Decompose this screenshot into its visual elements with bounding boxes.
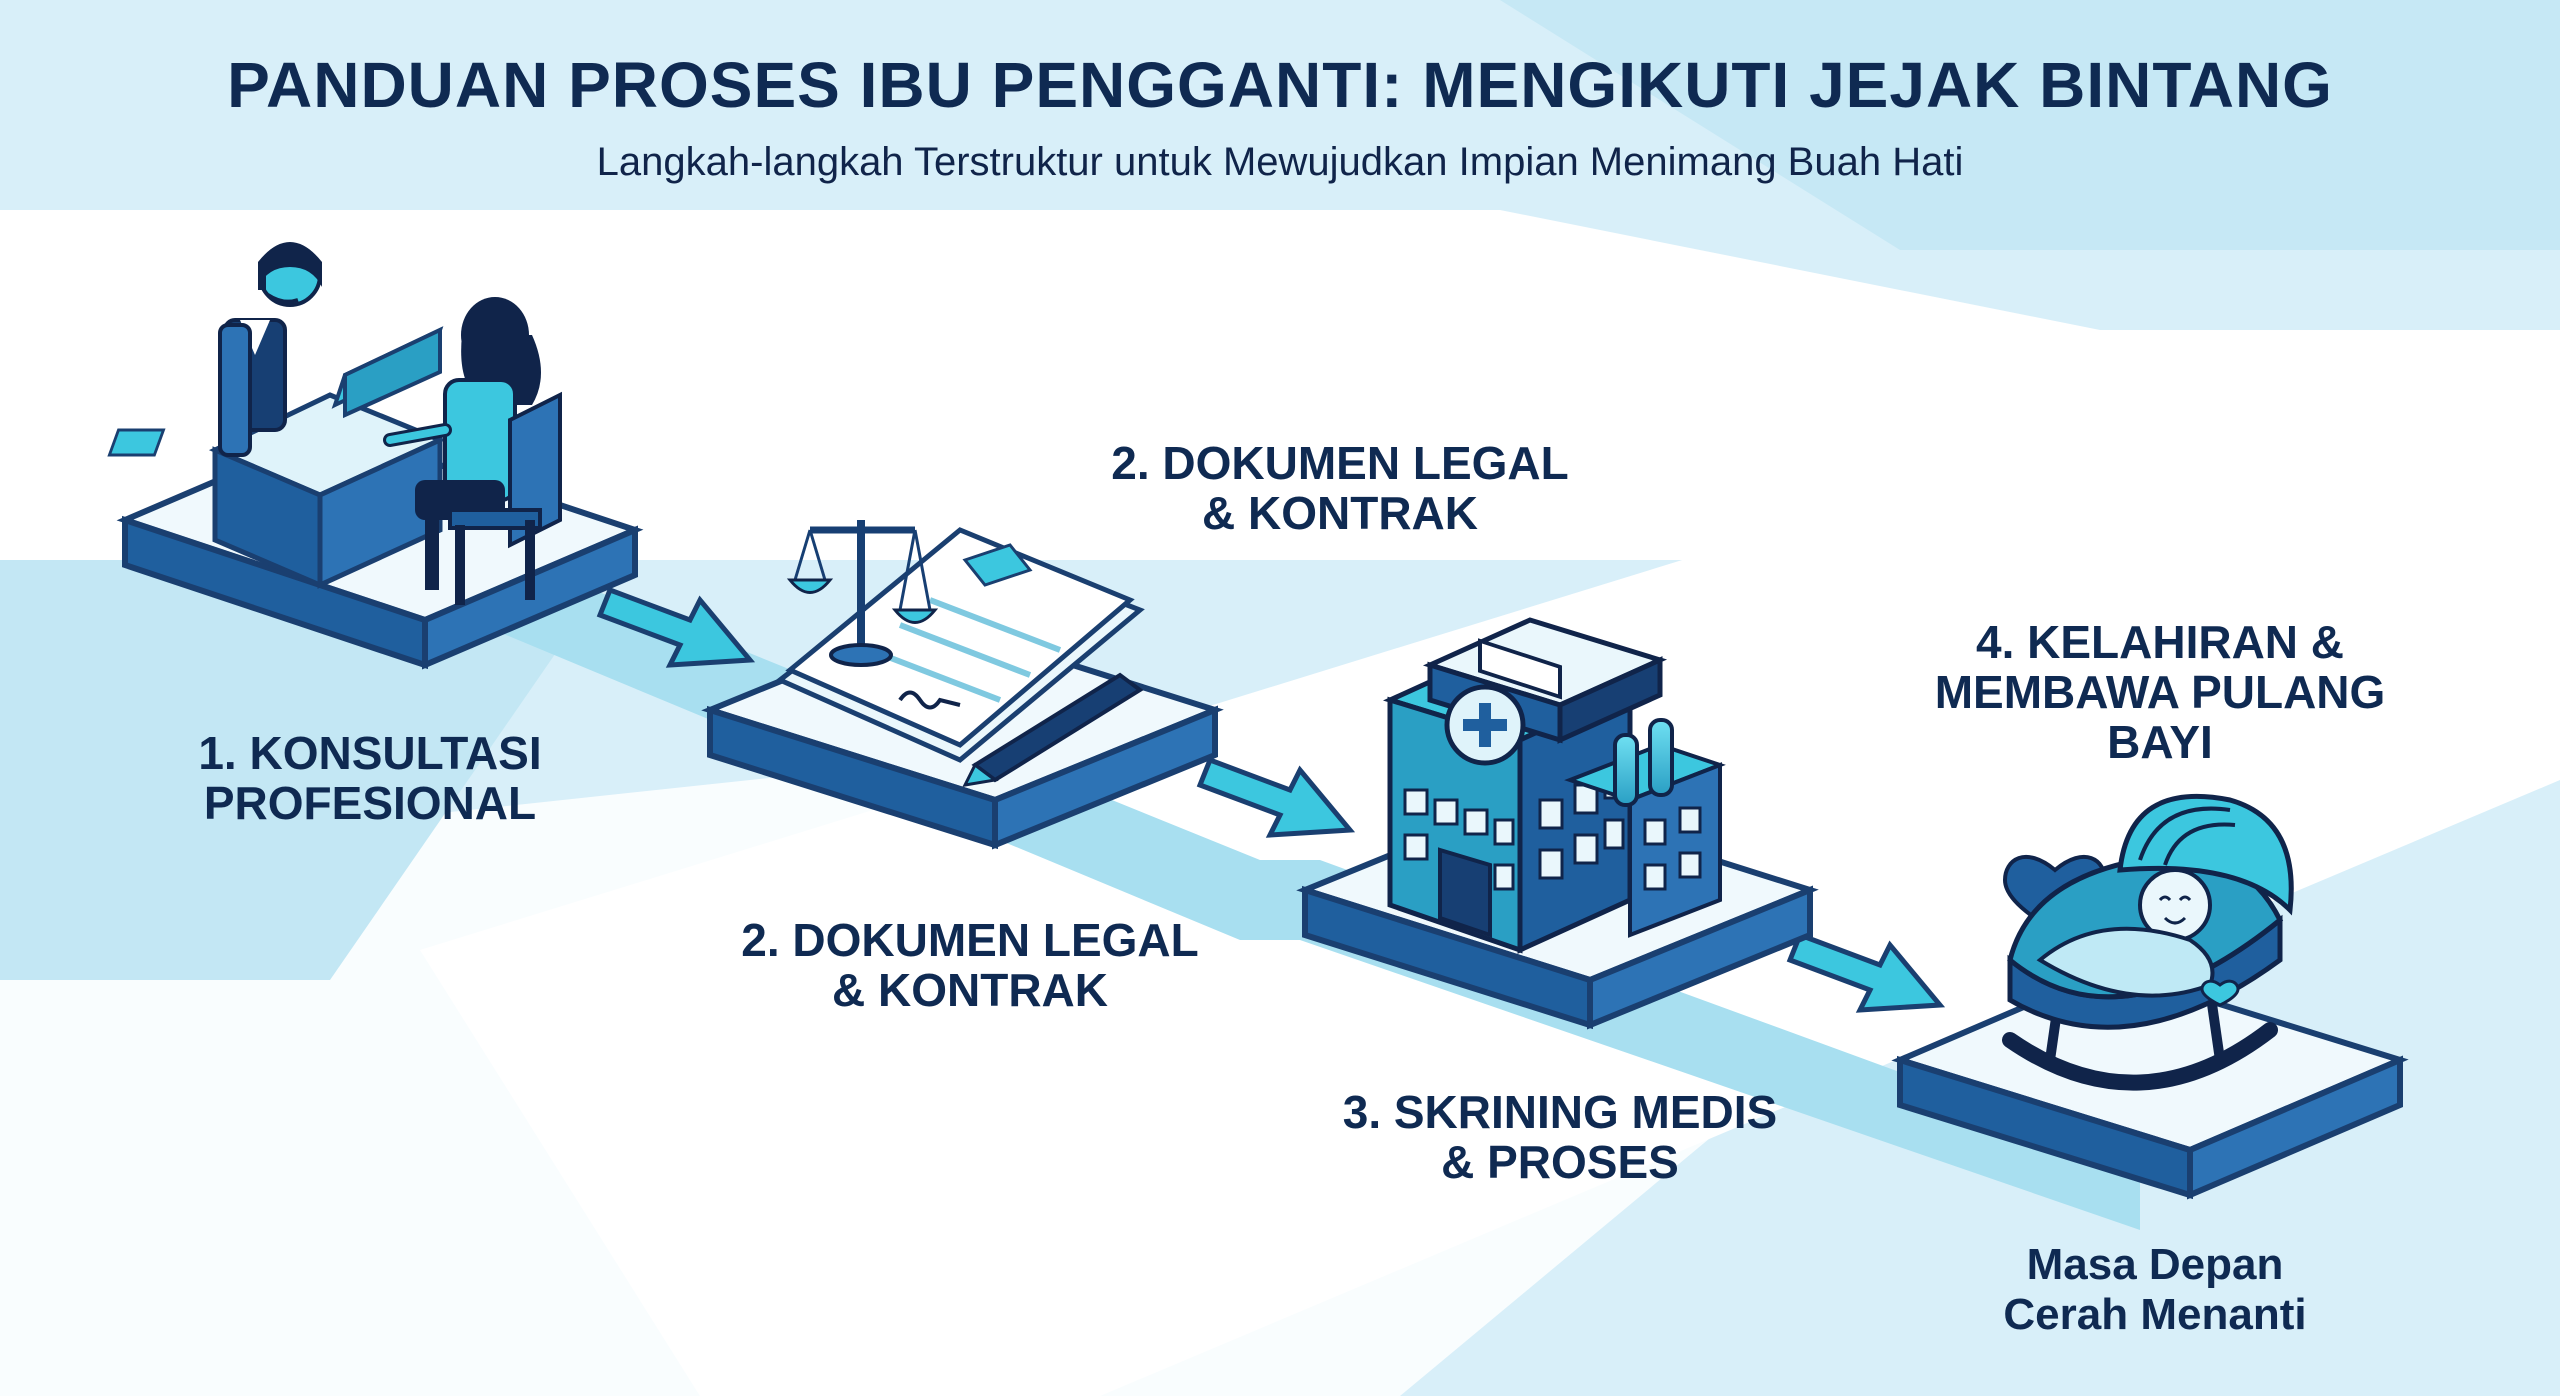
legal-document-icon [775,520,1145,787]
baby-cradle-icon [2002,793,2294,1091]
step-label-legal-top: 2. DOKUMEN LEGAL & KONTRAK [1111,437,1569,539]
page-title: PANDUAN PROSES IBU PENGGANTI: MENGIKUTI … [227,49,2333,121]
arrow-icon [1786,931,1946,1013]
step-label-legal: 2. DOKUMEN LEGAL & KONTRAK [741,914,1199,1016]
step-label-consultation: 1. KONSULTASI PROFESIONAL [198,727,542,829]
page-subtitle: Langkah-langkah Terstruktur untuk Mewuju… [596,140,1964,184]
arrow-icon [1196,756,1356,838]
hospital-icon [1382,617,1726,954]
step-label-medical: 3. SKRINING MEDIS & PROSES [1342,1086,1778,1188]
arrow-icon [596,586,756,668]
consultation-icon [107,242,562,605]
white-band [0,210,2560,560]
footer-text: Masa Depan Cerah Menanti [2003,1240,2307,1339]
step-label-birth: 4. KELAHIRAN & MEMBAWA PULANG BAYI [1934,616,2386,768]
